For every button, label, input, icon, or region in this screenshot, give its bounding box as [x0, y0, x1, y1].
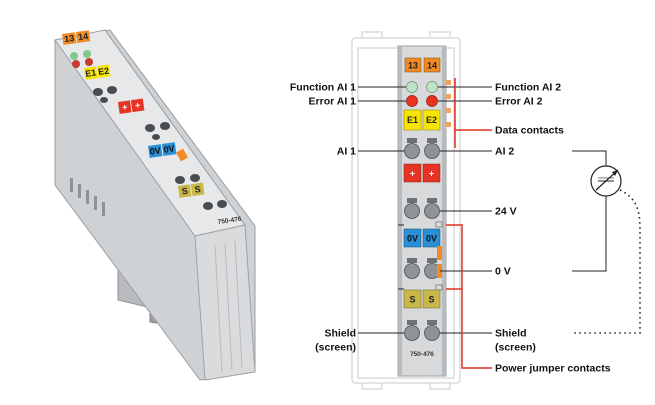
- badge-s-2: S: [428, 295, 434, 305]
- label-screen-left: (screen): [315, 342, 356, 354]
- photo-shield-badges: S S: [178, 182, 205, 198]
- photo-orange-jumper: [176, 148, 188, 162]
- data-contact-pins: [446, 80, 451, 127]
- label-power-jumper: Power jumper contacts: [495, 363, 611, 375]
- badge-plus-2: +: [429, 169, 434, 179]
- label-ai2: AI 2: [495, 146, 514, 158]
- badge-0v-1: 0V: [407, 234, 418, 244]
- label-function-ai1: Function AI 1: [290, 82, 356, 94]
- label-error-ai2: Error AI 2: [495, 96, 543, 108]
- housing-lower-face: [194, 224, 256, 381]
- product-photo: 13 14 E1 E2: [54, 29, 256, 381]
- label-data-contacts: Data contacts: [495, 125, 564, 137]
- module-part-number: 750-476: [410, 351, 434, 358]
- label-ai1: AI 1: [337, 146, 356, 158]
- power-jumper-pin-2: [437, 264, 442, 278]
- photo-part-number: 750-476: [217, 216, 242, 226]
- side-vents: [70, 178, 105, 216]
- led-function-ai1: [406, 81, 418, 93]
- photo-top-badges: 13 14: [62, 30, 91, 45]
- badge-s-1: S: [409, 295, 415, 305]
- terminal-clamps: [404, 138, 440, 341]
- photo-badge-s-1: S: [181, 186, 188, 197]
- led-error-ai2: [426, 95, 438, 107]
- photo-zero-badges: 0V 0V: [148, 142, 177, 158]
- led-function-ai2: [426, 81, 438, 93]
- badge-14: 14: [427, 61, 437, 71]
- label-screen-right: (screen): [495, 342, 536, 354]
- power-jumper-pin-1: [437, 246, 442, 260]
- photo-badge-plus-2: +: [134, 100, 141, 111]
- label-0v: 0 V: [495, 266, 511, 278]
- sensor-wiring: [572, 150, 607, 272]
- label-function-ai2: Function AI 2: [495, 82, 561, 94]
- label-shield-left: Shield: [324, 328, 356, 340]
- label-24v: 24 V: [495, 206, 517, 218]
- photo-leds: [70, 50, 93, 68]
- badge-e1: E1: [407, 115, 418, 125]
- label-shield-right: Shield: [495, 328, 527, 340]
- badge-0v-2: 0V: [426, 234, 437, 244]
- label-error-ai1: Error AI 1: [309, 96, 357, 108]
- photo-badge-0v-1: 0V: [149, 145, 161, 156]
- red-callouts: [446, 78, 492, 369]
- photo-badge-e1: E1: [85, 67, 97, 78]
- photo-badge-13: 13: [64, 33, 75, 44]
- photo-plus-badges: + +: [118, 98, 145, 114]
- transducer-symbol-icon: [590, 165, 622, 197]
- module-left-ticks: [398, 224, 404, 290]
- photo-error-badges: E1 E2: [84, 64, 111, 80]
- badge-plus-1: +: [410, 169, 415, 179]
- badge-13: 13: [408, 61, 418, 71]
- photo-badge-14: 14: [77, 31, 88, 42]
- photo-badge-plus-1: +: [121, 102, 128, 113]
- photo-badge-e2: E2: [98, 66, 110, 77]
- module-stripe-left: [398, 46, 402, 376]
- housing-ribs: [214, 240, 243, 373]
- badge-e2: E2: [426, 115, 437, 125]
- leader-lines: [358, 86, 492, 334]
- photo-badge-s-2: S: [194, 184, 201, 195]
- photo-badge-0v-2: 0V: [163, 143, 175, 154]
- led-error-ai1: [406, 95, 418, 107]
